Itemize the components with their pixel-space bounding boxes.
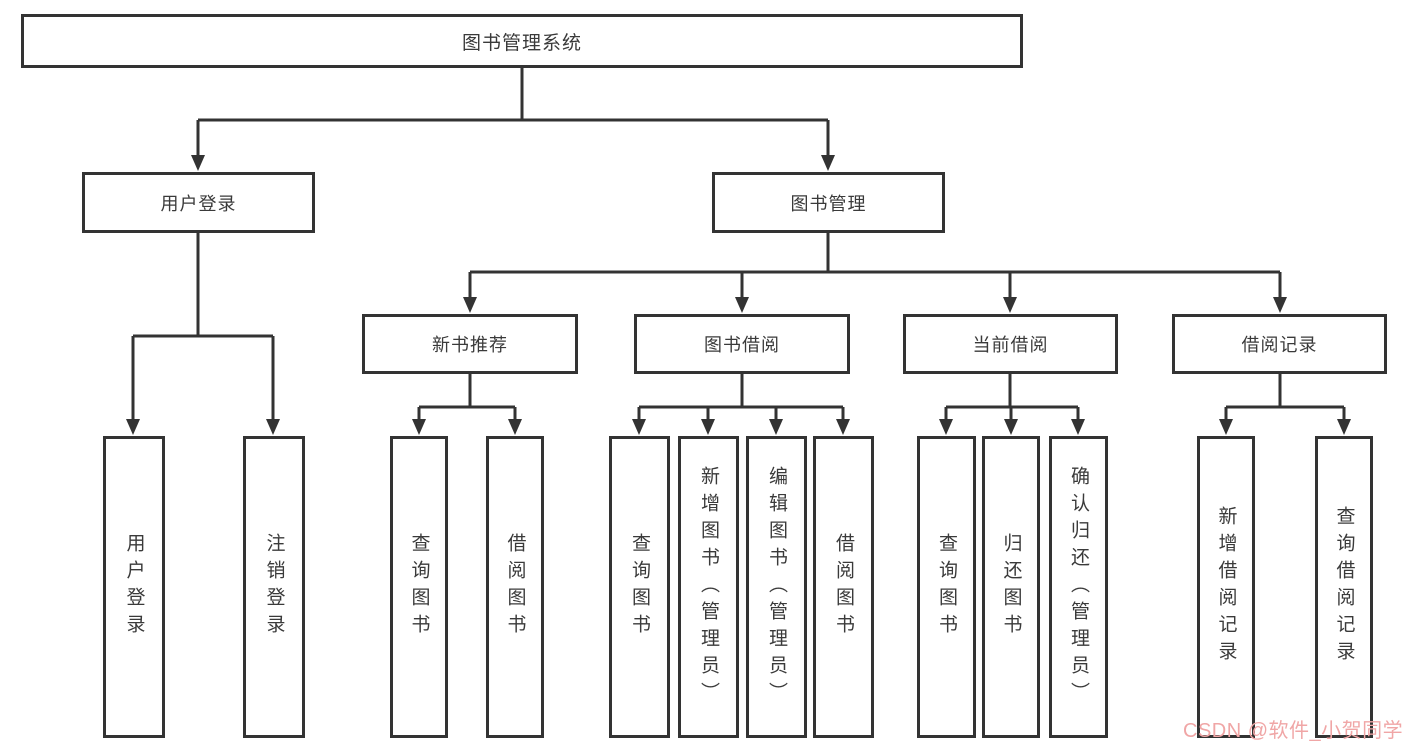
leaf-edit-book-admin: 编辑图书（管理员） — [746, 436, 807, 738]
arrowhead — [463, 297, 477, 313]
node-book-management: 图书管理 — [712, 172, 945, 233]
node-library-management-system: 图书管理系统 — [21, 14, 1023, 68]
arrowhead — [508, 419, 522, 435]
arrowhead — [1273, 297, 1287, 313]
leaf-query-books-current: 查询图书 — [917, 436, 976, 738]
leaf-return-book: 归还图书 — [982, 436, 1040, 738]
connector-user-login-split — [131, 233, 275, 420]
leaf-add-borrow-record: 新增借阅记录 — [1197, 436, 1255, 738]
arrowhead — [1004, 419, 1018, 435]
arrowhead — [735, 297, 749, 313]
connector-records-split — [1224, 374, 1346, 420]
arrowhead — [821, 155, 835, 171]
arrowhead — [701, 419, 715, 435]
node-user-login: 用户登录 — [82, 172, 315, 233]
connector-book-mgmt-split — [468, 233, 1282, 298]
node-book-borrow: 图书借阅 — [634, 314, 850, 374]
arrowhead — [939, 419, 953, 435]
leaf-confirm-return-admin: 确认归还（管理员） — [1049, 436, 1108, 738]
arrowhead — [1003, 297, 1017, 313]
leaf-query-books-borrow: 查询图书 — [609, 436, 670, 738]
leaf-query-books-recommend: 查询图书 — [390, 436, 448, 738]
csdn-watermark: CSDN @软件_小贺同学 — [1183, 720, 1404, 742]
connector-root-split — [196, 68, 830, 156]
arrowhead — [412, 419, 426, 435]
arrowhead — [1337, 419, 1351, 435]
arrowhead — [1219, 419, 1233, 435]
arrowhead — [769, 419, 783, 435]
arrowhead — [836, 419, 850, 435]
arrowhead — [266, 419, 280, 435]
arrowhead — [632, 419, 646, 435]
leaf-logout-login: 注销登录 — [243, 436, 305, 738]
connector-current-split — [944, 374, 1080, 420]
connector-newbook-split — [417, 374, 517, 420]
node-new-book-recommend: 新书推荐 — [362, 314, 578, 374]
leaf-add-book-admin: 新增图书（管理员） — [678, 436, 739, 738]
connector-borrow-split — [637, 374, 845, 420]
arrowhead — [1071, 419, 1085, 435]
arrowhead — [126, 419, 140, 435]
node-current-borrow: 当前借阅 — [903, 314, 1118, 374]
arrowhead — [191, 155, 205, 171]
leaf-query-borrow-record: 查询借阅记录 — [1315, 436, 1373, 738]
leaf-user-login: 用户登录 — [103, 436, 165, 738]
node-borrow-records: 借阅记录 — [1172, 314, 1387, 374]
leaf-borrow-books-recommend: 借阅图书 — [486, 436, 544, 738]
leaf-borrow-books: 借阅图书 — [813, 436, 874, 738]
